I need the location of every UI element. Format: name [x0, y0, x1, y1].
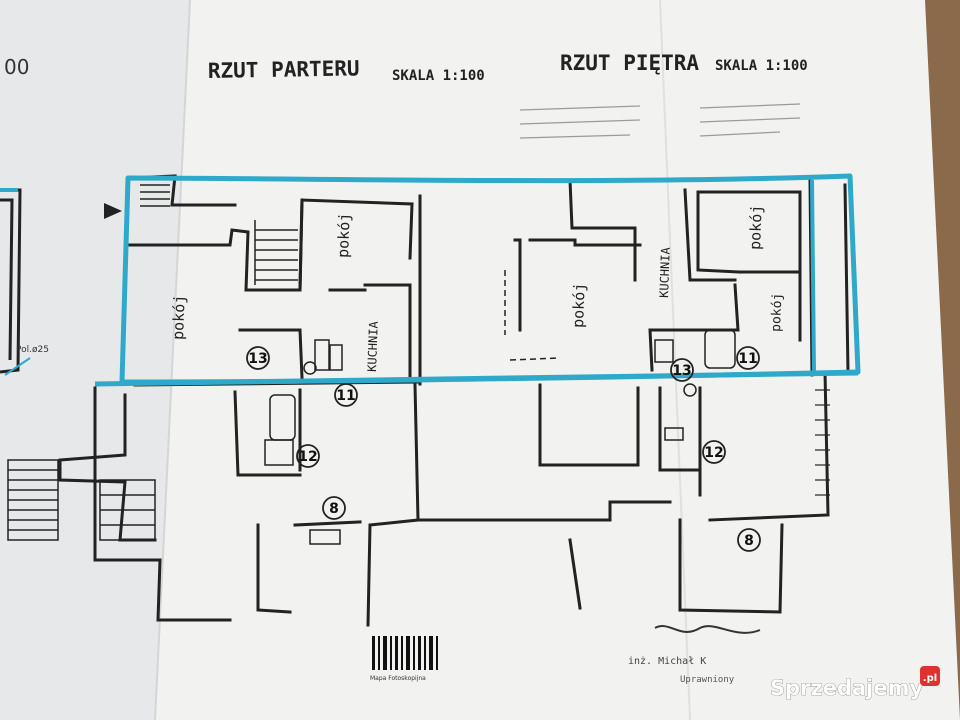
- heading-upper-floor: RZUT PIĘTRA: [560, 51, 699, 75]
- ground-room-label-right: pokój: [334, 212, 354, 258]
- upper-kitchen-label: KUCHNIA: [657, 246, 673, 298]
- ground-unit-11: 11: [336, 388, 355, 404]
- barcode-caption: Mapa Fotoskopijna: [370, 675, 426, 682]
- upper-unit-11-circle: [736, 346, 760, 370]
- upper-balcony-hatch: [815, 389, 830, 496]
- upper-room-label-right-bottom: pokój: [769, 292, 785, 332]
- ground-unit-13-circle: [246, 346, 270, 370]
- barcode: [372, 636, 438, 670]
- ground-unit-12: 12: [298, 449, 317, 465]
- ground-unit-12-circle: [296, 444, 320, 468]
- watermark-badge: [920, 666, 940, 686]
- exterior-stairs: [7, 459, 156, 541]
- upper-room-label-center: pokój: [569, 282, 589, 328]
- upper-unit-12: 12: [704, 445, 723, 461]
- sprzedajemy-watermark: Sprzedajemy .pl: [770, 666, 940, 700]
- heading-ground-scale: SKALA 1:100: [392, 68, 485, 84]
- stamp-title: Uprawniony: [680, 675, 735, 685]
- faded-notes: [519, 103, 801, 139]
- ground-unit-11-circle: [334, 383, 358, 407]
- watermark-brand: Sprzedajemy: [770, 676, 924, 700]
- ground-unit-13: 13: [248, 351, 267, 367]
- ground-unit-8: 8: [329, 501, 339, 517]
- upper-dashed-balcony: [504, 270, 561, 361]
- ground-unit-8-circle: [322, 496, 346, 520]
- signature: [654, 625, 761, 634]
- entrance-arrow-icon: [104, 203, 122, 219]
- fold-line: [154, 0, 191, 720]
- pipe-annotation: Pol.ø25: [16, 345, 49, 355]
- fold-line-2: [659, 0, 691, 720]
- corner-mark: 00: [4, 55, 29, 79]
- highlight-lower-edge: [94, 370, 859, 387]
- ground-bath-fixtures: [264, 339, 343, 545]
- heading-upper-scale: SKALA 1:100: [715, 58, 808, 74]
- ground-stairs: [140, 184, 298, 285]
- upper-bath-fixtures: [654, 329, 736, 441]
- annotation-leader: [4, 357, 31, 376]
- upper-unit-12-circle: [702, 440, 726, 464]
- upper-unit-8-circle: [737, 528, 761, 552]
- upper-unit-13: 13: [672, 363, 691, 379]
- upper-unit-11: 11: [738, 351, 757, 367]
- stamp-name: inż. Michał K: [628, 656, 706, 667]
- highlight-inner-edge: [810, 179, 816, 373]
- ground-kitchen-label: KUCHNIA: [365, 320, 381, 372]
- watermark-tld: .pl: [923, 673, 937, 684]
- upper-unit-13-circle: [670, 358, 694, 382]
- upper-room-label-right-top: pokój: [746, 204, 766, 250]
- ground-room-label-left: pokój: [169, 294, 189, 340]
- heading-ground-floor: RZUT PARTERU: [208, 56, 360, 83]
- upper-unit-8: 8: [744, 533, 754, 549]
